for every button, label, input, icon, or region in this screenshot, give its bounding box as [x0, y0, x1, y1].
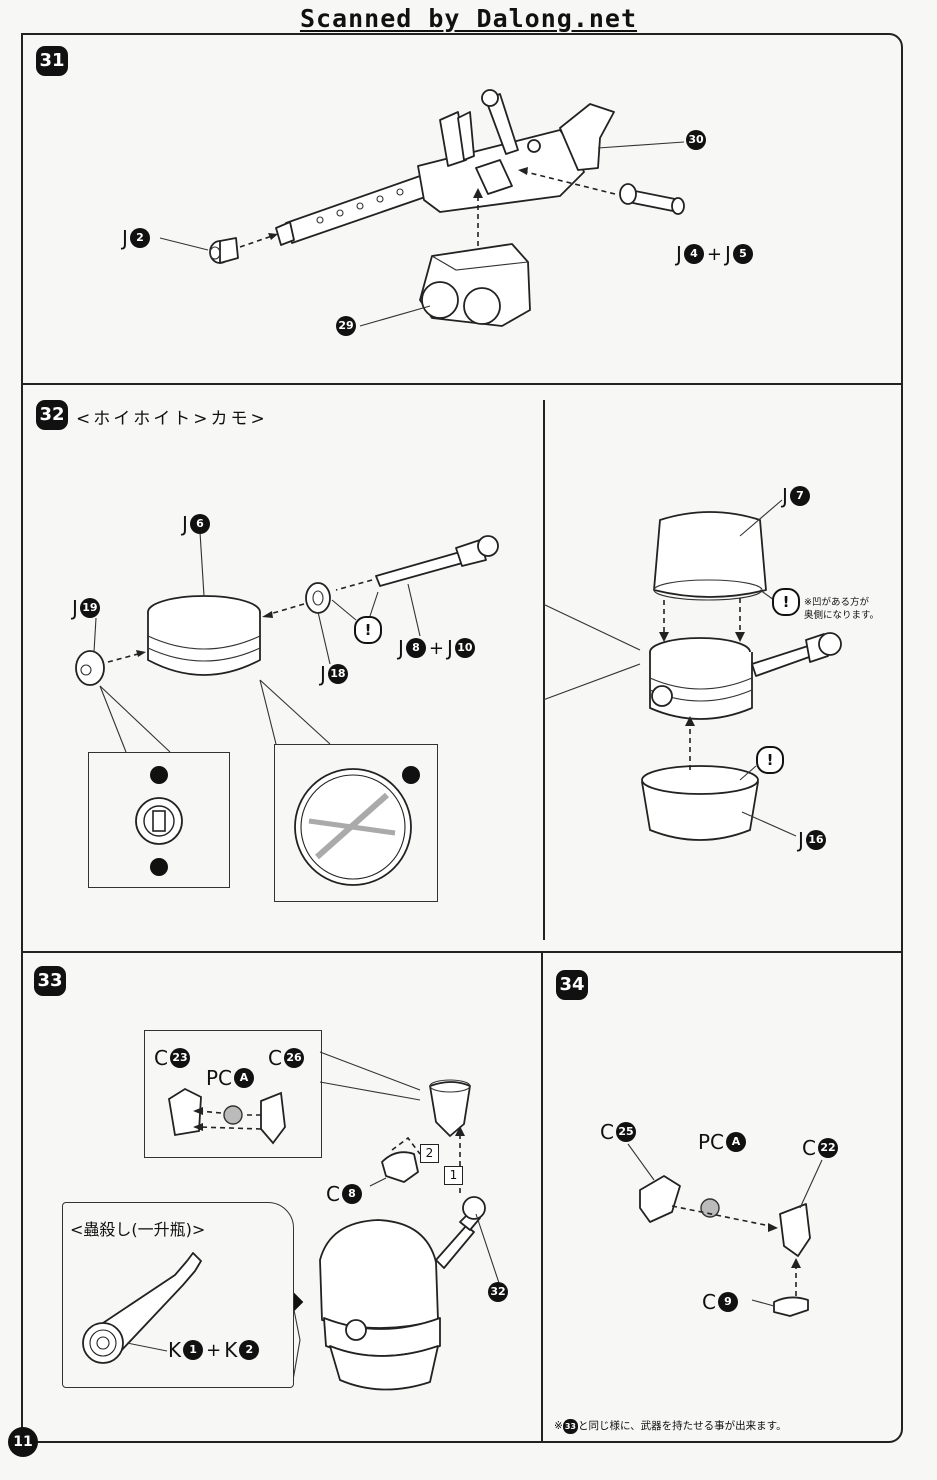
runner-letter: C	[154, 1046, 168, 1070]
page-frame	[21, 33, 903, 1443]
callout-j19: J 19	[72, 596, 100, 620]
runner-letter: C	[702, 1290, 716, 1314]
caution-mark-rod: !	[354, 616, 382, 644]
caution-mark-lid: !	[772, 588, 800, 616]
caution-note-lid: ※凹がある方が 奥側になります。	[804, 596, 879, 622]
step-34-badge: 34	[556, 970, 588, 1000]
part-number-badge: 5	[732, 244, 753, 264]
part-number-badge: 16	[805, 830, 826, 850]
part-number-badge: 18	[327, 664, 348, 684]
part-number-badge: 32	[488, 1282, 508, 1302]
detail-inset-ring	[274, 744, 438, 902]
callout-j4-j5: J 4 + J 5	[676, 242, 753, 266]
caution-mark-base: !	[756, 746, 784, 774]
plus-sign: +	[428, 637, 444, 659]
page-number-badge: 11	[8, 1427, 38, 1457]
part-number-badge: 29	[336, 316, 356, 336]
divider-31-32	[21, 383, 903, 385]
callout-k1-k2: K 1 + K 2	[168, 1338, 260, 1362]
callout-j2: J 2	[122, 226, 150, 250]
sake-bottle-title: <蟲殺し(一升瓶)>	[70, 1220, 206, 1239]
step-32-heading: <ホイホイト>カモ>	[76, 409, 268, 429]
note-prefix: ※	[554, 1420, 563, 1432]
divider-32-33	[21, 951, 903, 953]
part-number-badge: 10	[454, 638, 475, 658]
callout-c23: C 23	[154, 1046, 190, 1070]
machine-gun-diagram	[159, 89, 685, 327]
runner-letter: PC	[698, 1130, 725, 1154]
callout-c26: C 26	[268, 1046, 304, 1070]
kettle-parts-diagram	[75, 499, 842, 841]
runner-letter: J	[320, 662, 326, 686]
callout-pc-a-33: PC A	[206, 1066, 255, 1090]
part-number-badge: 4	[683, 244, 704, 264]
part-number-badge: 22	[817, 1138, 838, 1158]
divider-32-vertical	[543, 400, 545, 940]
runner-letter: C	[326, 1182, 340, 1206]
part-number-badge: 6	[189, 514, 210, 534]
part-number-badge: 2	[129, 228, 150, 248]
runner-letter: PC	[206, 1066, 233, 1090]
callout-c25: C 25	[600, 1120, 636, 1144]
order-box-2: 2	[420, 1144, 439, 1163]
part-number-badge: 30	[686, 130, 706, 150]
part-number-badge: A	[726, 1132, 747, 1152]
runner-letter: J	[676, 242, 682, 266]
part-number-badge: 26	[283, 1048, 304, 1068]
runner-letter: C	[268, 1046, 282, 1070]
runner-letter: J	[72, 596, 78, 620]
plus-sign: +	[706, 243, 722, 265]
callout-j16: J 16	[798, 828, 826, 852]
detail-inset-knob	[88, 752, 230, 888]
callout-pc-a-34: PC A	[698, 1130, 747, 1154]
part-number-badge: 7	[789, 486, 810, 506]
divider-33-34	[541, 951, 543, 1443]
callout-j7: J 7	[782, 484, 810, 508]
callout-j18: J 18	[320, 662, 348, 686]
runner-letter: J	[725, 242, 731, 266]
hand-kettle-diagram	[219, 1051, 501, 1391]
runner-letter: K	[168, 1338, 182, 1362]
runner-letter: J	[398, 636, 404, 660]
part-number-badge: 23	[169, 1048, 190, 1068]
part-number-badge: 8	[341, 1184, 362, 1204]
callout-part-29: 29	[336, 316, 356, 336]
callout-c8: C 8	[326, 1182, 362, 1206]
part-number-badge: 9	[717, 1292, 738, 1312]
runner-letter: C	[802, 1136, 816, 1160]
caution-note-line: 奥側になります。	[804, 610, 880, 621]
caution-note-line: ※凹がある方が	[804, 597, 869, 608]
part-number-badge: A	[234, 1068, 255, 1088]
step-31-badge: 31	[36, 46, 68, 76]
scan-credit: Scanned by Dalong.net	[299, 4, 638, 33]
runner-letter: J	[782, 484, 788, 508]
part-number-badge: 8	[405, 638, 426, 658]
part-number-badge: 19	[79, 598, 100, 618]
callout-c22: C 22	[802, 1136, 838, 1160]
runner-letter: C	[600, 1120, 614, 1144]
callout-part-30: 30	[686, 130, 706, 150]
plus-sign: +	[206, 1339, 222, 1361]
part-number-badge: 2	[239, 1340, 260, 1360]
step-reference-badge: 33	[562, 1418, 578, 1434]
callout-part-32: 32	[488, 1282, 508, 1302]
runner-letter: J	[447, 636, 453, 660]
runner-letter: J	[182, 512, 188, 536]
runner-letter: J	[798, 828, 804, 852]
note-text: と同じ様に、武器を持たせる事が出来ます。	[577, 1420, 787, 1432]
weapon-hand-diagram	[627, 1143, 823, 1317]
part-number-badge: 1	[183, 1340, 204, 1360]
part-number-badge: 25	[615, 1122, 636, 1142]
step-33-badge: 33	[34, 966, 66, 996]
step-32-badge: 32	[36, 400, 68, 430]
callout-c9: C 9	[702, 1290, 738, 1314]
callout-j6: J 6	[182, 512, 210, 536]
order-box-1: 1	[444, 1166, 463, 1185]
runner-letter: K	[224, 1338, 238, 1362]
runner-letter: J	[122, 226, 128, 250]
callout-j8-j10: J 8 + J 10	[398, 636, 475, 660]
